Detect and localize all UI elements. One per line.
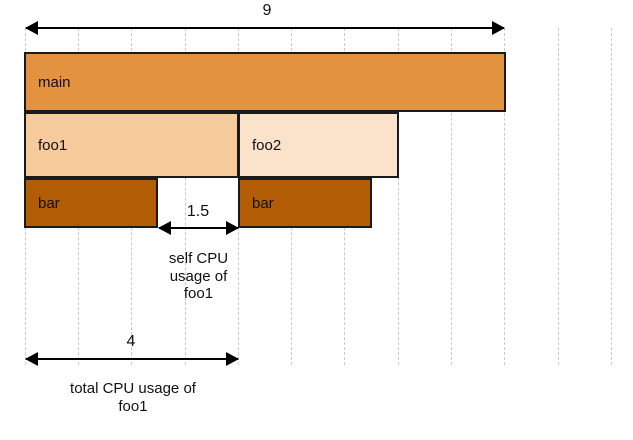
arrow-head-left-icon <box>25 352 38 366</box>
arrow-head-right-icon <box>226 352 239 366</box>
annotation-total-main-arrow <box>25 21 505 35</box>
frame-label: main <box>38 73 71 91</box>
arrow-head-left-icon <box>158 221 171 235</box>
frame-foo2[interactable]: foo2 <box>238 112 399 178</box>
arrow-head-right-icon <box>492 21 505 35</box>
annotation-self-foo1-caption: self CPU usage of foo1 <box>168 250 229 303</box>
frame-foo1[interactable]: foo1 <box>24 112 239 178</box>
annotation-total-foo1-value: 4 <box>126 333 136 350</box>
arrow-head-left-icon <box>25 21 38 35</box>
gridline-11 <box>611 28 612 365</box>
annotation-total-foo1-caption: total CPU usage of foo1 <box>70 380 196 415</box>
gridline-3 <box>185 28 186 365</box>
frame-label: bar <box>38 194 60 212</box>
arrow-head-right-icon <box>226 221 239 235</box>
annotation-self-foo1-value: 1.5 <box>186 203 210 220</box>
frame-bar-right[interactable]: bar <box>238 178 372 228</box>
gridline-10 <box>558 28 559 365</box>
frame-label: foo2 <box>252 136 282 154</box>
gridline-9 <box>504 28 505 365</box>
frame-label: bar <box>252 194 274 212</box>
annotation-total-foo1-arrow <box>25 352 239 366</box>
gridline-8 <box>451 28 452 365</box>
annotation-total-main-value: 9 <box>262 2 272 19</box>
frame-label: foo1 <box>38 136 68 154</box>
gridline-7 <box>398 28 399 365</box>
frame-bar-left[interactable]: bar <box>24 178 158 228</box>
annotation-self-foo1-arrow <box>158 221 239 235</box>
frame-main[interactable]: main <box>24 52 506 112</box>
